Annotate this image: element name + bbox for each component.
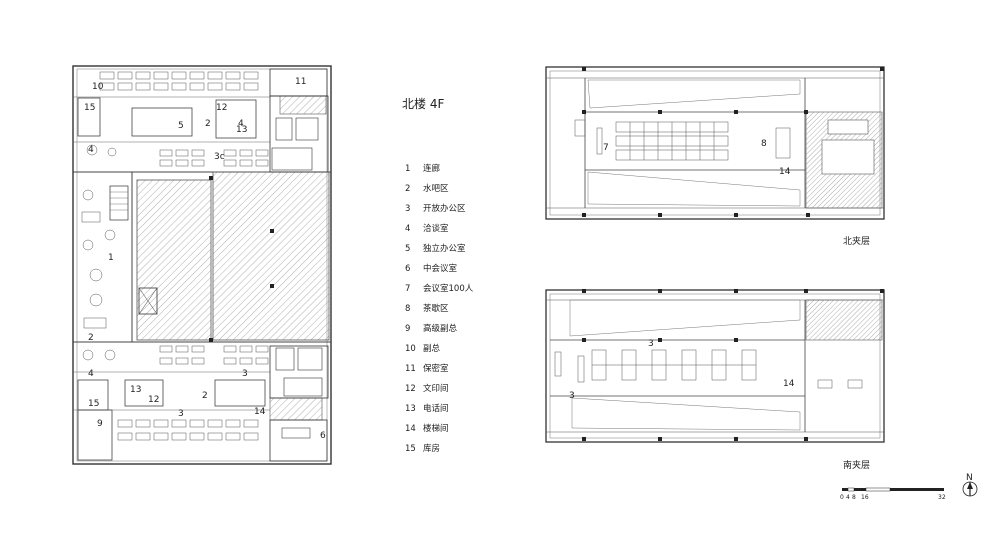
legend-number: 12 bbox=[405, 384, 416, 394]
scale-tick-8: 8 bbox=[852, 494, 856, 501]
legend-label: 会议室100人 bbox=[423, 283, 474, 294]
room-label-4: 4 bbox=[88, 369, 94, 379]
legend-number: 1 bbox=[405, 164, 410, 174]
room-label-2: 2 bbox=[205, 119, 211, 129]
room-label-11: 11 bbox=[295, 77, 306, 87]
room-label-9: 9 bbox=[97, 419, 103, 429]
legend-label: 连廊 bbox=[423, 163, 441, 174]
legend-label: 保密室 bbox=[423, 363, 449, 374]
north-arrow: N bbox=[962, 473, 978, 497]
room-label-10: 10 bbox=[92, 82, 104, 92]
scale-bar: 0 4 8 16 32 bbox=[840, 487, 946, 501]
room-label-15: 15 bbox=[84, 103, 95, 113]
room-label-3: 3c bbox=[214, 152, 225, 162]
legend-label: 茶歇区 bbox=[423, 303, 449, 314]
legend-number: 13 bbox=[405, 404, 416, 414]
plan-title: 北楼 4F bbox=[402, 96, 444, 111]
room-label-2: 2 bbox=[202, 391, 208, 401]
legend-label: 副总 bbox=[423, 343, 441, 354]
legend-label: 文印间 bbox=[423, 383, 449, 394]
room-label-8: 8 bbox=[761, 139, 767, 149]
legend-number: 4 bbox=[405, 224, 410, 234]
north-mezzanine-plan: 7 8 14 北夹层 bbox=[545, 66, 885, 247]
room-label-12: 12 bbox=[148, 395, 159, 405]
legend-label: 洽谈室 bbox=[423, 223, 449, 234]
room-label-14: 14 bbox=[254, 407, 266, 417]
legend-number: 8 bbox=[405, 304, 410, 314]
scale-tick-16: 16 bbox=[861, 494, 869, 501]
legend-label: 电话间 bbox=[423, 403, 449, 414]
atrium-void-east bbox=[212, 171, 330, 341]
room-label-15: 15 bbox=[88, 399, 99, 409]
room-label-14: 14 bbox=[779, 167, 791, 177]
room-label-2: 2 bbox=[88, 333, 94, 343]
legend-number: 5 bbox=[405, 244, 410, 254]
room-label-3: 3 bbox=[648, 339, 654, 349]
room-label-12: 12 bbox=[216, 103, 227, 113]
room-label-5: 5 bbox=[178, 121, 184, 131]
room-label-13: 13 bbox=[236, 125, 247, 135]
room-label-4: 4 bbox=[88, 145, 94, 155]
room-label-3: 3 bbox=[569, 391, 575, 401]
room-label-13: 13 bbox=[130, 385, 141, 395]
room-label-3: 3 bbox=[242, 369, 248, 379]
legend-label: 水吧区 bbox=[423, 183, 449, 194]
legend-label: 库房 bbox=[423, 443, 440, 454]
legend-label: 中会议室 bbox=[423, 263, 458, 274]
room-label-1: 1 bbox=[108, 253, 114, 263]
legend: 1 连廊 2 水吧区 3 开放办公区 4 洽谈室 5 独立办公室 6 中会议室 7 会议室100人 8 茶歇区… bbox=[405, 163, 474, 454]
south-mezzanine-caption: 南夹层 bbox=[843, 459, 870, 471]
legend-number: 11 bbox=[405, 364, 416, 374]
legend-number: 14 bbox=[405, 424, 416, 434]
south-mezzanine-plan: 3 3 14 南夹层 bbox=[545, 289, 885, 471]
legend-label: 独立办公室 bbox=[423, 243, 466, 254]
room-label-4: 4 bbox=[238, 119, 244, 129]
legend-label: 楼梯间 bbox=[423, 423, 449, 434]
legend-number: 6 bbox=[405, 264, 410, 274]
floor-plan-4f: 10 11 15 12 2 5 13 4 4 3c 1 2 4 3 13 12 … bbox=[72, 65, 332, 465]
legend-number: 2 bbox=[405, 184, 410, 194]
room-label-14: 14 bbox=[783, 379, 795, 389]
legend-number: 15 bbox=[405, 444, 416, 454]
atrium-void-west bbox=[136, 179, 212, 341]
north-arrow-letter: N bbox=[966, 473, 973, 483]
scale-tick-0: 0 bbox=[840, 494, 844, 501]
legend-label: 高级副总 bbox=[423, 323, 458, 334]
legend-number: 7 bbox=[405, 284, 410, 294]
scale-tick-4: 4 bbox=[846, 494, 850, 501]
legend-number: 9 bbox=[405, 324, 410, 334]
north-mezzanine-caption: 北夹层 bbox=[843, 235, 870, 247]
room-label-3: 3 bbox=[178, 409, 184, 419]
legend-number: 10 bbox=[405, 344, 416, 354]
legend-label: 开放办公区 bbox=[423, 203, 466, 214]
scale-tick-32: 32 bbox=[938, 494, 946, 501]
room-label-6: 6 bbox=[320, 431, 326, 441]
room-label-7: 7 bbox=[603, 143, 609, 153]
legend-number: 3 bbox=[405, 204, 410, 214]
